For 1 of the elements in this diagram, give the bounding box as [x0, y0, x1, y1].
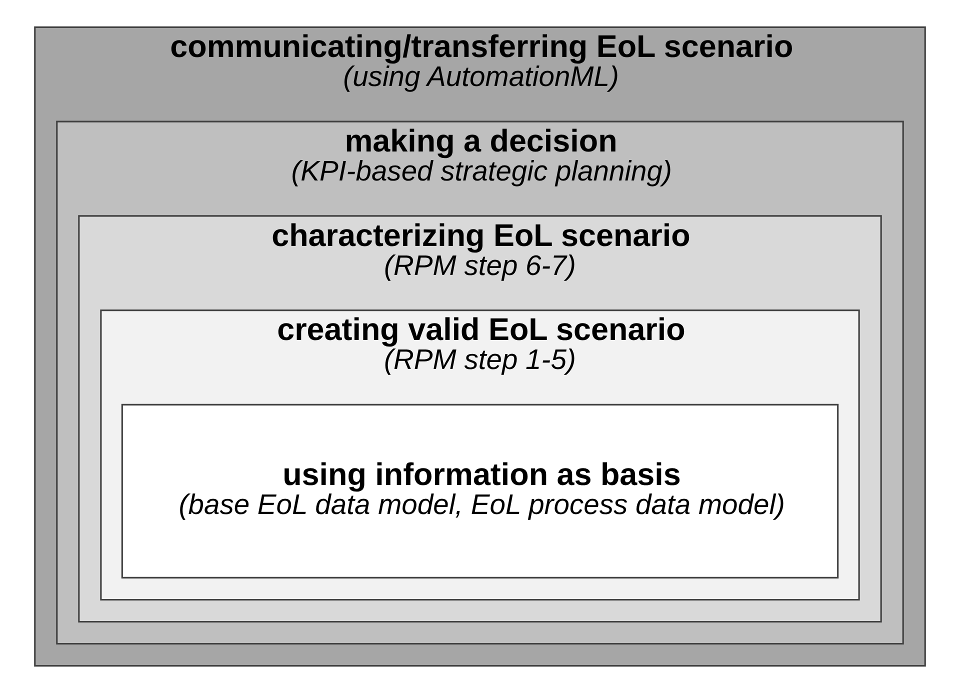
- node-box: using information as basis (base EoL data model, EoL process data model): [120, 404, 838, 578]
